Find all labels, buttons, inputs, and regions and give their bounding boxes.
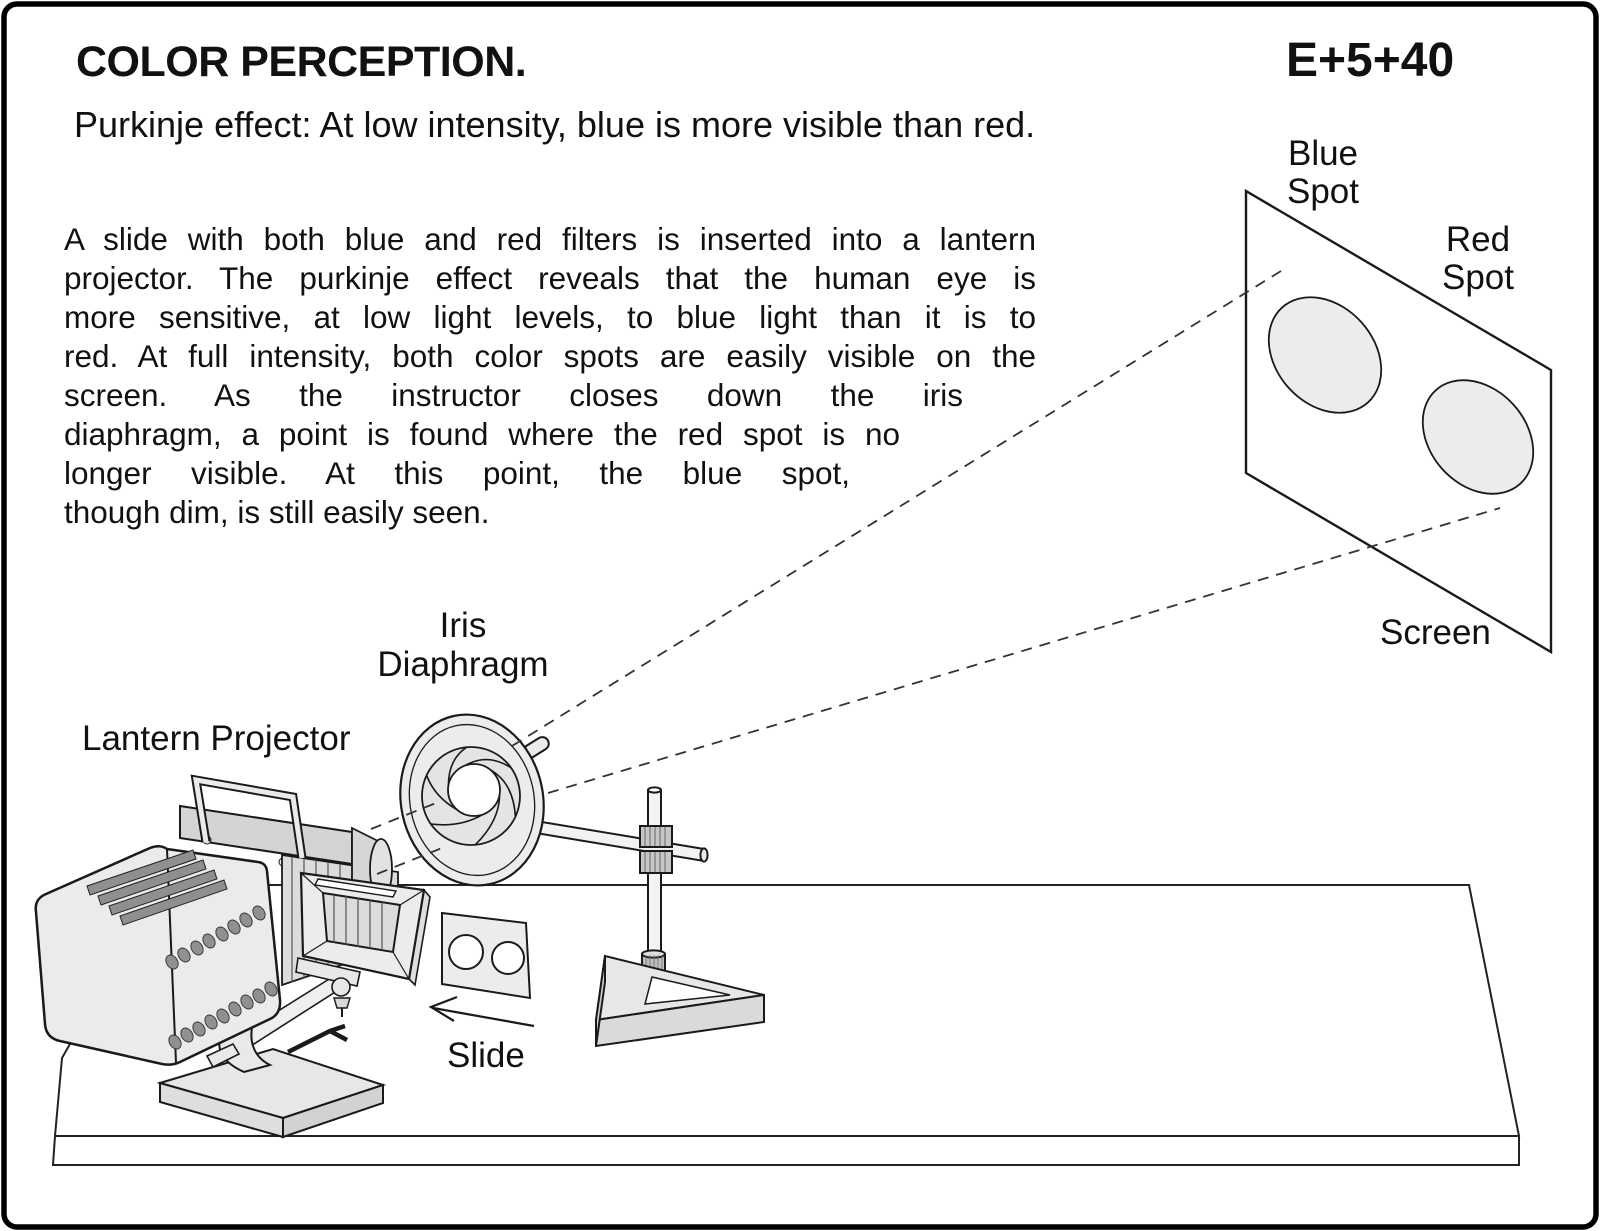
- description-paragraph: A slide with both blue and red filters i…: [64, 220, 1036, 532]
- label-red-spot: Red Spot: [1397, 221, 1559, 296]
- slide-arrow: [428, 995, 535, 1028]
- catalog-code: E+5+40: [1286, 34, 1455, 87]
- label-iris-diaphragm: Iris Diaphragm: [368, 606, 558, 684]
- iris-diaphragm-drawing: [399, 713, 550, 887]
- label-blue-line1: Blue: [1287, 134, 1359, 173]
- subtitle: Purkinje effect: At low intensity, blue …: [74, 104, 1036, 145]
- red-spot-shape: [1421, 379, 1535, 495]
- blue-spot-shape: [1267, 296, 1383, 414]
- label-slide: Slide: [447, 1036, 525, 1075]
- paragraph-line: diaphragm, a point is found where the re…: [64, 416, 900, 452]
- paragraph-line: more sensitive, at low light levels, to …: [64, 299, 1036, 335]
- support-stand: [499, 786, 765, 1048]
- paragraph-line: though dim, is still easily seen.: [64, 494, 490, 530]
- light-beam-dashes: [370, 270, 1501, 875]
- paragraph-line: red. At full intensity, both color spots…: [64, 338, 1036, 374]
- label-blue-line2: Spot: [1287, 171, 1359, 211]
- paragraph-line: screen. As the instructor closes down th…: [64, 377, 963, 413]
- slide-card: [441, 911, 532, 1000]
- projection-screen: [1244, 188, 1553, 655]
- paragraph-line: longer visible. At this point, the blue …: [64, 455, 850, 491]
- label-iris-line2: Diaphragm: [377, 645, 549, 684]
- lantern-projector-drawing: [34, 774, 431, 1139]
- label-iris-line1: Iris: [439, 606, 487, 645]
- paragraph-line: A slide with both blue and red filters i…: [64, 221, 1036, 257]
- label-red-line2: Spot: [1442, 257, 1514, 297]
- label-red-line1: Red: [1445, 220, 1511, 259]
- label-lantern-projector: Lantern Projector: [82, 719, 351, 758]
- label-screen: Screen: [1380, 613, 1491, 652]
- page-title: COLOR PERCEPTION.: [76, 38, 527, 86]
- label-blue-spot: Blue Spot: [1242, 135, 1404, 210]
- paragraph-line: projector. The purkinje effect reveals t…: [64, 260, 1036, 296]
